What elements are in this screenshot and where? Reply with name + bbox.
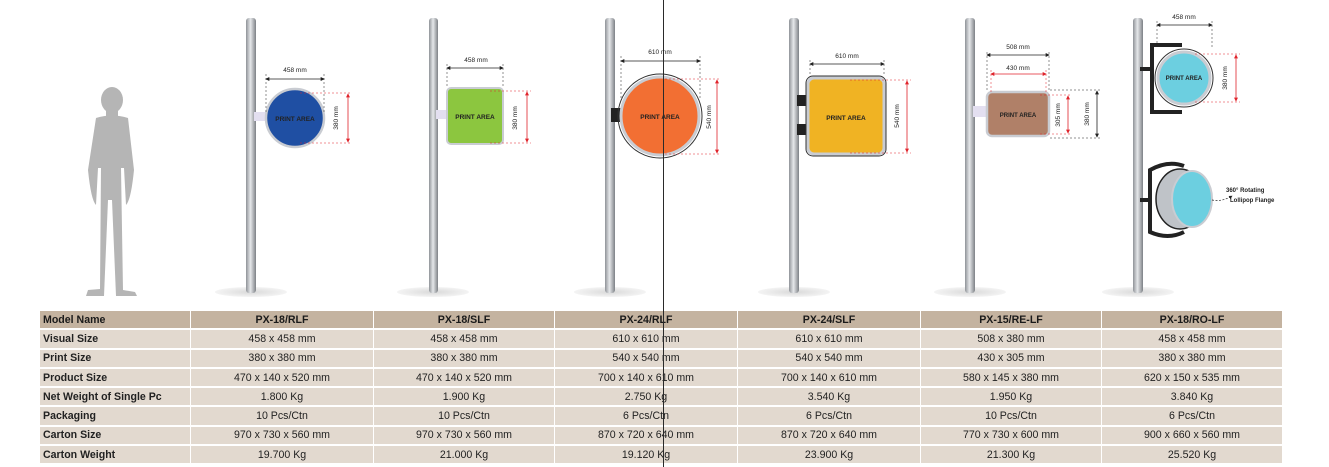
height-dimension: 305 mm bbox=[1055, 103, 1062, 126]
table-cell: 19.120 Kg bbox=[555, 446, 738, 466]
outer-height-dimension: 380 mm bbox=[1084, 102, 1091, 125]
table-cell: 700 x 140 x 610 mm bbox=[555, 368, 738, 389]
width-dimension: 458 mm bbox=[464, 57, 487, 64]
print-area-label: PRINT AREA bbox=[640, 114, 680, 121]
unit-px24-rlf: PRINT AREA 610 mm 540 mm bbox=[574, 18, 721, 297]
unit-px24-slf: PRINT AREA 610 mm 540 mm bbox=[758, 18, 911, 297]
table-cell: 580 x 145 x 380 mm bbox=[921, 368, 1102, 389]
table-cell: 21.000 Kg bbox=[374, 446, 555, 466]
row-label: Print Size bbox=[40, 349, 191, 369]
table-cell: 3.540 Kg bbox=[738, 388, 921, 408]
width-dimension: 458 mm bbox=[283, 67, 306, 74]
table-cell: 380 x 380 mm bbox=[1102, 349, 1283, 369]
row-label: Carton Weight bbox=[40, 446, 191, 466]
table-cell: 2.750 Kg bbox=[555, 388, 738, 408]
table-cell: 470 x 140 x 520 mm bbox=[374, 368, 555, 389]
model-name: PX-18/RO-LF bbox=[1102, 311, 1283, 331]
model-name: PX-24/RLF bbox=[555, 311, 738, 331]
table-cell: 610 x 610 mm bbox=[738, 330, 921, 350]
table-cell: 10 Pcs/Ctn bbox=[191, 407, 374, 427]
table-cell: 3.840 Kg bbox=[1102, 388, 1283, 408]
table-row: Net Weight of Single Pc 1.800 Kg 1.900 K… bbox=[40, 388, 1283, 408]
table-cell: 23.900 Kg bbox=[738, 446, 921, 466]
table-row: Visual Size 458 x 458 mm 458 x 458 mm 61… bbox=[40, 330, 1283, 350]
product-illustration: PRINT AREA 458 mm 380 mm PRINT AREA 458 … bbox=[86, 14, 1275, 297]
table-cell: 6 Pcs/Ctn bbox=[1102, 407, 1283, 427]
header-label: Model Name bbox=[40, 311, 191, 331]
table-cell: 21.300 Kg bbox=[921, 446, 1102, 466]
table-cell: 700 x 140 x 610 mm bbox=[738, 368, 921, 389]
table-row: Carton Size 970 x 730 x 560 mm 970 x 730… bbox=[40, 426, 1283, 447]
table-cell: 380 x 380 mm bbox=[374, 349, 555, 369]
width-dimension: 508 mm bbox=[1006, 44, 1029, 51]
height-dimension: 380 mm bbox=[1222, 66, 1229, 89]
width-dimension: 458 mm bbox=[1172, 14, 1195, 21]
model-name: PX-18/SLF bbox=[374, 311, 555, 331]
model-name: PX-24/SLF bbox=[738, 311, 921, 331]
table-header-row: Model Name PX-18/RLF PX-18/SLF PX-24/RLF… bbox=[40, 311, 1283, 331]
width-dimension: 610 mm bbox=[648, 49, 671, 56]
divider-line bbox=[663, 0, 665, 467]
table-cell: 970 x 730 x 560 mm bbox=[374, 426, 555, 447]
table-cell: 380 x 380 mm bbox=[191, 349, 374, 369]
table-cell: 870 x 720 x 640 mm bbox=[555, 426, 738, 447]
table-cell: 540 x 540 mm bbox=[738, 349, 921, 369]
table-cell: 6 Pcs/Ctn bbox=[738, 407, 921, 427]
height-dimension: 540 mm bbox=[706, 105, 713, 128]
table-cell: 19.700 Kg bbox=[191, 446, 374, 466]
print-area-label: PRINT AREA bbox=[826, 115, 866, 122]
table-cell: 770 x 730 x 600 mm bbox=[921, 426, 1102, 447]
row-label: Carton Size bbox=[40, 426, 191, 447]
table-cell: 458 x 458 mm bbox=[374, 330, 555, 350]
table-cell: 458 x 458 mm bbox=[1102, 330, 1283, 350]
rotation-note-line1: 360° Rotating bbox=[1226, 188, 1265, 194]
model-name: PX-18/RLF bbox=[191, 311, 374, 331]
table-cell: 508 x 380 mm bbox=[921, 330, 1102, 350]
table-cell: 540 x 540 mm bbox=[555, 349, 738, 369]
unit-px18-rlf: PRINT AREA 458 mm 380 mm bbox=[215, 18, 352, 297]
print-area-label: PRINT AREA bbox=[275, 116, 315, 123]
unit-px18-slf: PRINT AREA 458 mm 380 mm bbox=[397, 18, 531, 297]
height-dimension: 540 mm bbox=[894, 104, 901, 127]
print-area-label: PRINT AREA bbox=[455, 114, 495, 121]
row-label: Visual Size bbox=[40, 330, 191, 350]
table-cell: 620 x 150 x 535 mm bbox=[1102, 368, 1283, 389]
table-cell: 1.800 Kg bbox=[191, 388, 374, 408]
table-cell: 6 Pcs/Ctn bbox=[555, 407, 738, 427]
row-label: Product Size bbox=[40, 368, 191, 389]
human-silhouette bbox=[86, 87, 137, 296]
table-cell: 610 x 610 mm bbox=[555, 330, 738, 350]
table-cell: 870 x 720 x 640 mm bbox=[738, 426, 921, 447]
table-cell: 470 x 140 x 520 mm bbox=[191, 368, 374, 389]
table-row: Packaging 10 Pcs/Ctn 10 Pcs/Ctn 6 Pcs/Ct… bbox=[40, 407, 1283, 427]
table-cell: 25.520 Kg bbox=[1102, 446, 1283, 466]
height-dimension: 380 mm bbox=[333, 106, 340, 129]
table-cell: 1.950 Kg bbox=[921, 388, 1102, 408]
row-label: Net Weight of Single Pc bbox=[40, 388, 191, 408]
table-cell: 1.900 Kg bbox=[374, 388, 555, 408]
row-label: Packaging bbox=[40, 407, 191, 427]
print-area-label: PRINT AREA bbox=[1000, 113, 1037, 119]
unit-px18-rolf: PRINT AREA 458 mm 380 mm 360° Rotating L… bbox=[1102, 14, 1275, 297]
table-cell: 900 x 660 x 560 mm bbox=[1102, 426, 1283, 447]
unit-px15-relf: PRINT AREA 508 mm 430 mm 305 mm 380 mm bbox=[934, 18, 1101, 297]
table-row: Print Size 380 x 380 mm 380 x 380 mm 540… bbox=[40, 349, 1283, 369]
height-dimension: 380 mm bbox=[512, 106, 519, 129]
table-cell: 970 x 730 x 560 mm bbox=[191, 426, 374, 447]
table-row: Carton Weight 19.700 Kg 21.000 Kg 19.120… bbox=[40, 446, 1283, 466]
print-area-label: PRINT AREA bbox=[1166, 76, 1203, 82]
specifications-table: Model Name PX-18/RLF PX-18/SLF PX-24/RLF… bbox=[40, 311, 1283, 466]
rotation-note-line2: Lollipop Flange bbox=[1230, 198, 1275, 204]
model-name: PX-15/RE-LF bbox=[921, 311, 1102, 331]
table-cell: 430 x 305 mm bbox=[921, 349, 1102, 369]
width-dimension: 610 mm bbox=[835, 53, 858, 60]
table-cell: 10 Pcs/Ctn bbox=[921, 407, 1102, 427]
inner-width-dimension: 430 mm bbox=[1006, 65, 1029, 72]
table-cell: 458 x 458 mm bbox=[191, 330, 374, 350]
table-cell: 10 Pcs/Ctn bbox=[374, 407, 555, 427]
table-row: Product Size 470 x 140 x 520 mm 470 x 14… bbox=[40, 368, 1283, 389]
